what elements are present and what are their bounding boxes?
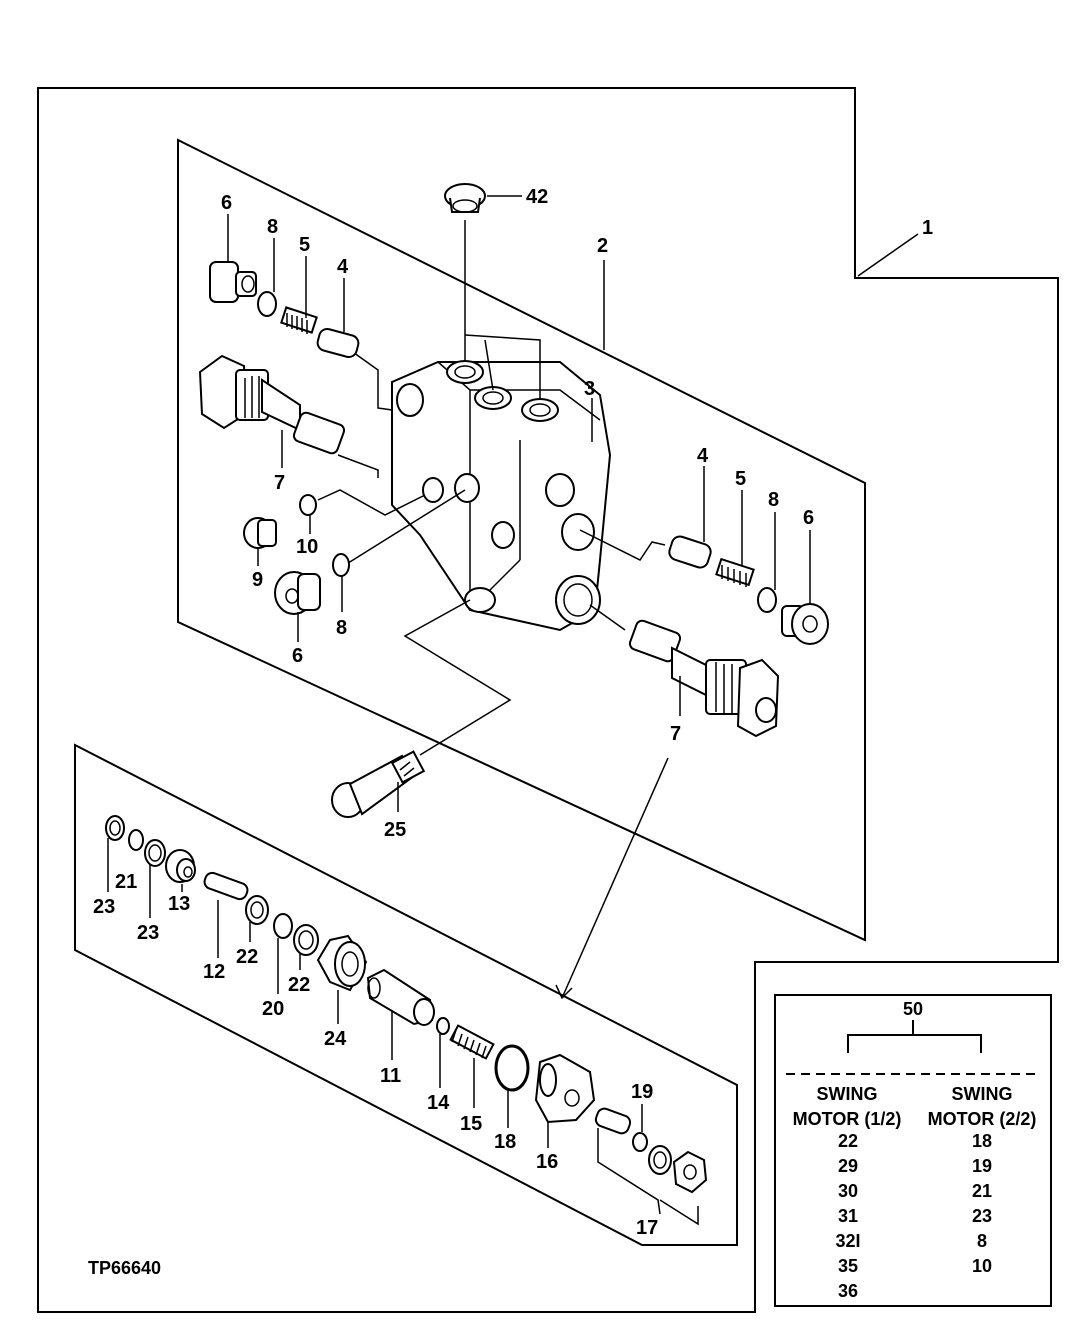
callout-5-upper: 5 xyxy=(299,234,310,256)
col1-title-line2: MOTOR (1/2) xyxy=(793,1109,902,1129)
part-9-plug xyxy=(243,517,277,549)
part-23-ring-b xyxy=(144,839,166,867)
callout-5-right: 5 xyxy=(735,468,746,490)
callout-42: 42 xyxy=(526,186,548,208)
part-11-spool xyxy=(366,968,435,1026)
table-header-number: 50 xyxy=(903,999,923,1019)
part-18-oring xyxy=(494,1044,530,1092)
lower-panel xyxy=(74,743,738,1246)
part-13-plug xyxy=(165,849,196,883)
callout-2: 2 xyxy=(597,235,608,257)
part-19-oring xyxy=(632,1132,648,1152)
upper-panel xyxy=(177,138,866,942)
callout-22-b: 22 xyxy=(288,974,310,996)
part-6-plug-upper xyxy=(209,261,257,303)
callout-23-b: 23 xyxy=(137,922,159,944)
callout-4-right: 4 xyxy=(697,445,709,467)
callout-10: 10 xyxy=(296,536,318,558)
part-8-oring-left xyxy=(332,553,350,577)
callout-7-upper: 7 xyxy=(274,472,285,494)
callout-14: 14 xyxy=(427,1092,450,1114)
part-4-poppet-upper xyxy=(316,327,360,359)
callout-11: 11 xyxy=(380,1065,401,1087)
callout-13: 13 xyxy=(168,893,190,915)
callout-18: 18 xyxy=(494,1131,516,1153)
part-10-ring xyxy=(299,494,317,516)
col1-value: 29 xyxy=(838,1156,858,1176)
col1-value: 32I xyxy=(835,1231,860,1251)
callout-17: 17 xyxy=(636,1217,658,1239)
col1-value: 22 xyxy=(838,1131,858,1151)
part-6-plug-lower-left xyxy=(274,571,321,615)
col2-value: 10 xyxy=(972,1256,992,1276)
callout-12: 12 xyxy=(203,961,225,983)
part-23-ring-a xyxy=(105,815,125,841)
callout-16: 16 xyxy=(536,1151,558,1173)
part-25-bolt xyxy=(331,750,426,818)
col2-value: 19 xyxy=(972,1156,992,1176)
callout-labels: 1 2 3 4 4 5 5 6 6 6 7 7 8 8 8 9 10 11 12… xyxy=(93,186,933,1239)
part-22-ring-a xyxy=(245,895,269,925)
col1-title-line1: SWING xyxy=(817,1084,878,1104)
col1-value: 36 xyxy=(838,1281,858,1301)
part-7-relief-valve-lower xyxy=(628,619,780,738)
col1-value: 35 xyxy=(838,1256,858,1276)
callout-8-right: 8 xyxy=(768,489,779,511)
callout-20: 20 xyxy=(262,998,284,1020)
part-5-spring-upper xyxy=(280,306,318,334)
part-17-assembly xyxy=(594,1107,708,1194)
callout-24: 24 xyxy=(324,1028,347,1050)
kit-table: 50 SWING MOTOR (1/2) SWING MOTOR (2/2) 2… xyxy=(774,994,1052,1307)
col2-value: 8 xyxy=(977,1231,987,1251)
callout-9: 9 xyxy=(252,569,263,591)
part-6-plug-right xyxy=(781,603,829,645)
valve-body xyxy=(391,360,612,632)
part-15-spring xyxy=(449,1024,495,1060)
callout-15: 15 xyxy=(460,1113,482,1135)
callout-22-a: 22 xyxy=(236,946,258,968)
col2-value: 21 xyxy=(972,1181,992,1201)
part-8-oring-upper xyxy=(257,291,277,317)
callout-3: 3 xyxy=(584,378,595,400)
callout-6-right: 6 xyxy=(803,507,814,529)
callout-21: 21 xyxy=(115,871,137,893)
col2-value: 23 xyxy=(972,1206,992,1226)
part-42-cap xyxy=(444,183,522,213)
callout-25: 25 xyxy=(384,819,406,841)
figure-id: TP66640 xyxy=(88,1258,161,1278)
col2-value: 18 xyxy=(972,1131,992,1151)
callout-19: 19 xyxy=(631,1081,653,1103)
part-4-poppet-right xyxy=(668,535,712,569)
callout-8-upper: 8 xyxy=(267,216,278,238)
part-8-oring-right xyxy=(757,587,777,613)
callout-6-lower-left: 6 xyxy=(292,645,303,667)
callout-1: 1 xyxy=(922,217,933,239)
part-22-ring-b xyxy=(293,924,319,956)
col1-value: 31 xyxy=(838,1206,858,1226)
callout-8-left: 8 xyxy=(336,617,347,639)
col1-value: 30 xyxy=(838,1181,858,1201)
callout-4-upper: 4 xyxy=(337,256,349,278)
part-20-oring xyxy=(273,913,293,939)
outer-frame xyxy=(37,87,1059,1313)
col2-title-line2: MOTOR (2/2) xyxy=(928,1109,1037,1129)
col2-title-line1: SWING xyxy=(952,1084,1013,1104)
part-12-pin xyxy=(203,871,249,901)
callout-7-lower: 7 xyxy=(670,723,681,745)
part-24-sleeve xyxy=(316,934,368,992)
callout-6-upper: 6 xyxy=(221,192,232,214)
part-5-spring-right xyxy=(715,557,755,587)
part-21-oring xyxy=(128,829,144,851)
part-7-relief-valve-upper xyxy=(198,354,346,455)
callout-23-a: 23 xyxy=(93,896,115,918)
part-14-washer xyxy=(436,1017,450,1035)
part-16-cap xyxy=(534,1053,596,1124)
